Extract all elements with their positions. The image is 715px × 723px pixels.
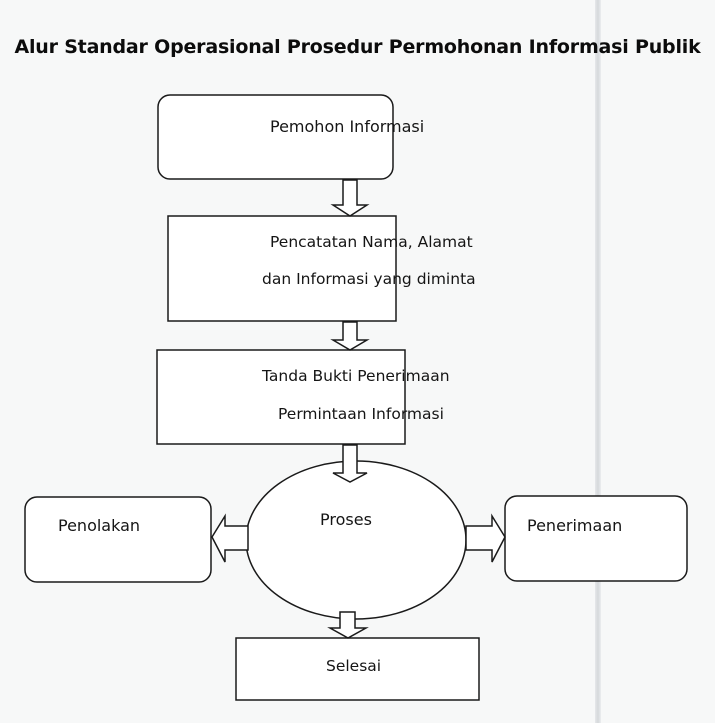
page-fold-shadow bbox=[595, 0, 601, 723]
node-pemohon-box bbox=[157, 94, 394, 180]
node-pencatatan-line1: Pencatatan Nama, Alamat bbox=[270, 233, 473, 251]
node-selesai-box bbox=[235, 637, 480, 701]
node-proses-label: Proses bbox=[320, 510, 372, 529]
arrow-down-2 bbox=[330, 321, 370, 351]
page-title: Alur Standar Operasional Prosedur Permoh… bbox=[14, 36, 701, 58]
node-penerimaan-box bbox=[504, 495, 688, 582]
node-pemohon-label: Pemohon Informasi bbox=[270, 117, 425, 136]
arrow-left-penolakan bbox=[211, 513, 249, 563]
node-tanda-bukti-box bbox=[156, 349, 406, 445]
node-tanda-bukti-line2: Permintaan Informasi bbox=[278, 405, 444, 423]
arrow-right-penerimaan bbox=[465, 513, 506, 563]
node-proses-ellipse bbox=[245, 460, 467, 620]
node-pencatatan-line2: dan Informasi yang diminta bbox=[262, 270, 476, 288]
arrow-down-3 bbox=[332, 444, 368, 483]
node-selesai-label: Selesai bbox=[326, 657, 382, 675]
node-penolakan-box bbox=[24, 496, 212, 583]
arrow-down-4 bbox=[327, 611, 369, 639]
node-penolakan-label: Penolakan bbox=[58, 516, 141, 535]
node-tanda-bukti-line1: Tanda Bukti Penerimaan bbox=[262, 367, 450, 385]
arrow-down-1 bbox=[330, 179, 370, 217]
node-penerimaan-label: Penerimaan bbox=[527, 516, 623, 535]
node-pencatatan-box bbox=[167, 215, 397, 322]
